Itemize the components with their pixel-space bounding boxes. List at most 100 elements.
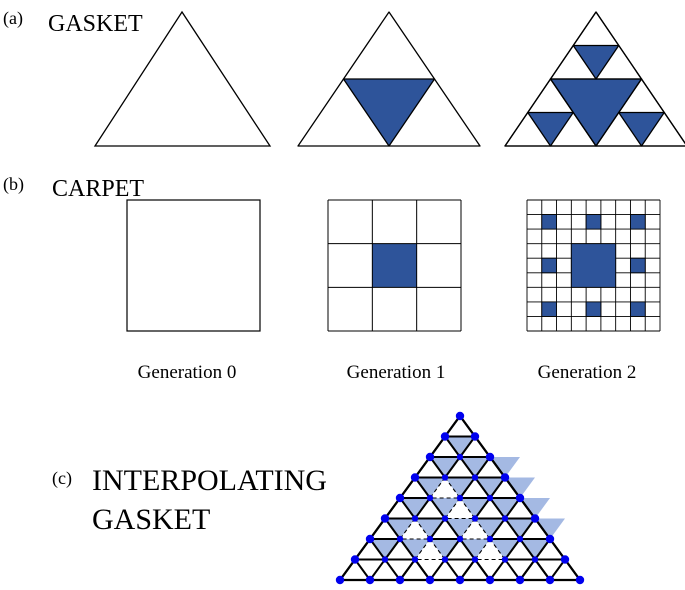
- node-dot: [365, 534, 375, 544]
- lattice-triangle-solid: [459, 476, 491, 499]
- removed-square-small: [585, 214, 602, 230]
- removed-square-small: [629, 214, 646, 230]
- node-dot: [470, 432, 480, 441]
- removed-square: [570, 243, 617, 288]
- node-dot-inner: [456, 453, 464, 461]
- shaded-triangle: [535, 518, 565, 539]
- removed-triangle-small: [618, 111, 665, 147]
- lattice-triangle-solid: [504, 538, 536, 561]
- generation-2-label: Generation 2: [538, 362, 637, 383]
- shaded-triangle: [460, 498, 490, 519]
- shaded-triangle: [475, 477, 505, 498]
- interpolating-gasket: [335, 411, 585, 585]
- gasket-gen0: [93, 10, 272, 147]
- removed-square-small: [541, 257, 558, 274]
- gasket-gen2: [504, 11, 685, 147]
- node-dot: [485, 452, 495, 462]
- removed-square-small: [541, 301, 558, 317]
- label-b-tag: (b): [3, 174, 24, 195]
- shaded-triangle: [400, 498, 430, 519]
- shaded-triangle: [445, 436, 475, 457]
- node-dot: [485, 575, 495, 585]
- removed-triangle-small: [527, 111, 574, 147]
- removed-square-small: [629, 301, 646, 317]
- node-dot: [395, 493, 405, 503]
- lattice-triangle-solid: [489, 517, 521, 540]
- shaded-triangle: [430, 539, 460, 560]
- node-dot-inner: [471, 474, 479, 481]
- label-carpet-title: CARPET: [52, 176, 144, 202]
- label-gasket-title: GASKET: [48, 11, 143, 37]
- node-dot-inner: [441, 556, 449, 563]
- carpet-gen0: [126, 199, 261, 332]
- shaded-triangle: [430, 457, 460, 478]
- node-dot: [455, 411, 465, 421]
- node-dot: [575, 575, 585, 585]
- shaded-triangle: [490, 457, 520, 478]
- shaded-triangle: [445, 477, 475, 498]
- shaded-triangle: [385, 518, 415, 539]
- node-dot-inner: [516, 535, 524, 543]
- node-dot-inner: [486, 535, 494, 543]
- node-dot-inner: [501, 556, 509, 563]
- node-dot-inner: [381, 556, 389, 563]
- node-dot: [395, 575, 405, 585]
- removed-square-small: [585, 301, 602, 317]
- node-dot: [500, 473, 510, 482]
- label-interpolating-title: INTERPOLATING: [92, 464, 327, 497]
- removed-square-small: [629, 257, 646, 274]
- node-dot-inner: [426, 535, 434, 543]
- node-dot-inner: [441, 474, 449, 481]
- shaded-triangle: [445, 518, 475, 539]
- lattice-triangle-solid: [474, 497, 506, 520]
- shaded-triangle: [475, 518, 505, 539]
- shaded-triangle: [460, 457, 490, 478]
- removed-triangle-small: [572, 44, 620, 80]
- shaded-triangle: [490, 539, 520, 560]
- shaded-triangle: [505, 477, 535, 498]
- node-dot-inner: [531, 556, 539, 563]
- shaded-triangle: [430, 498, 460, 519]
- node-dot-inner: [411, 515, 419, 522]
- node-dot: [425, 575, 435, 585]
- node-dot: [515, 575, 525, 585]
- node-dot-inner: [426, 494, 434, 502]
- removed-square-small: [541, 214, 558, 230]
- node-dot: [365, 575, 375, 585]
- node-dot: [440, 432, 450, 441]
- shaded-triangle: [490, 498, 520, 519]
- node-dot: [335, 575, 345, 585]
- lattice-triangle-solid: [444, 538, 476, 561]
- shaded-triangle: [505, 518, 535, 539]
- node-dot: [455, 575, 465, 585]
- node-dot-inner: [471, 515, 479, 522]
- node-dot-inner: [456, 494, 464, 502]
- node-dot-inner: [471, 556, 479, 563]
- sub-triangle-outline: [549, 11, 643, 80]
- shaded-triangle: [415, 477, 445, 498]
- lattice-triangle-solid: [414, 497, 446, 520]
- generation-0-label: Generation 0: [138, 362, 237, 383]
- removed-square: [372, 243, 417, 288]
- removed-triangle: [342, 78, 436, 147]
- shaded-triangle: [370, 539, 400, 560]
- label-interpolating-title-2: GASKET: [92, 503, 210, 536]
- node-dot-inner: [501, 515, 509, 522]
- node-dot-inner: [441, 515, 449, 522]
- shaded-triangle: [400, 539, 430, 560]
- label-a-tag: (a): [3, 8, 23, 29]
- generation-1-label: Generation 1: [347, 362, 446, 383]
- lattice-triangle-solid: [444, 456, 476, 479]
- node-dot-inner: [396, 535, 404, 543]
- shaded-triangle: [415, 518, 445, 539]
- node-dot: [380, 514, 390, 523]
- shaded-triangle: [460, 539, 490, 560]
- node-dot: [350, 555, 360, 564]
- label-c-tag: (c): [52, 468, 72, 489]
- sub-triangle-outline: [595, 78, 685, 147]
- node-dot-inner: [411, 556, 419, 563]
- node-dot-inner: [486, 494, 494, 502]
- node-dot: [560, 555, 570, 564]
- sub-triangle-outline: [504, 78, 597, 147]
